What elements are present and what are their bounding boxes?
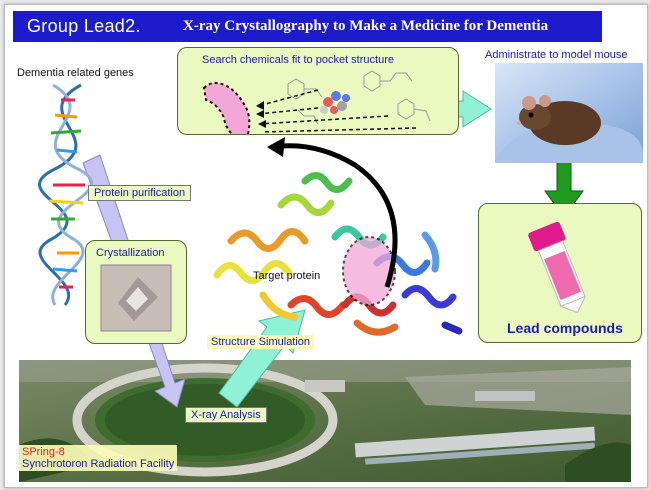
group-label: Group Lead2. xyxy=(27,16,141,36)
crystal-photo xyxy=(100,264,172,332)
teal-flow-arrow xyxy=(218,309,306,408)
lead-compounds-box: Lead compounds xyxy=(478,203,642,343)
protein-purification-label: Protein purification xyxy=(88,185,192,201)
protein-ribbon-icon xyxy=(213,137,463,336)
synchrotron-aerial-photo xyxy=(19,360,631,482)
target-protein-label: Target protein xyxy=(253,270,321,282)
facility-label: Synchrotoron Radiation Facility xyxy=(22,458,175,470)
crystallization-label: Crystallization xyxy=(96,247,165,259)
lead-compounds-label: Lead compounds xyxy=(507,320,623,336)
search-label: Search chemicals fit to pocket structure xyxy=(202,54,394,66)
administrate-label: Administrate to model mouse xyxy=(485,49,628,61)
mouse-photo xyxy=(495,63,643,163)
structure-simulation-label: Structure Simulation xyxy=(207,335,315,349)
crystallization-box: Crystallization xyxy=(85,240,187,344)
xray-analysis-label: X-ray Analysis xyxy=(185,407,267,423)
search-chemicals-box: Search chemicals fit to pocket structure xyxy=(177,47,459,135)
genes-label: Dementia related genes xyxy=(17,67,134,79)
dna-helix-icon xyxy=(38,83,93,306)
spring8-label: SPring-8 xyxy=(22,446,65,458)
chemical-structures-icon xyxy=(202,70,431,134)
vial-icon xyxy=(528,221,587,314)
title-banner: Group Lead2. X-ray Crystallography to Ma… xyxy=(13,11,602,42)
page-title: X-ray Crystallography to Make a Medicine… xyxy=(183,18,549,34)
spring8-label-box: SPring-8 Synchrotoron Radiation Facility xyxy=(19,445,178,471)
slide: Group Lead2. X-ray Crystallography to Ma… xyxy=(4,4,648,488)
